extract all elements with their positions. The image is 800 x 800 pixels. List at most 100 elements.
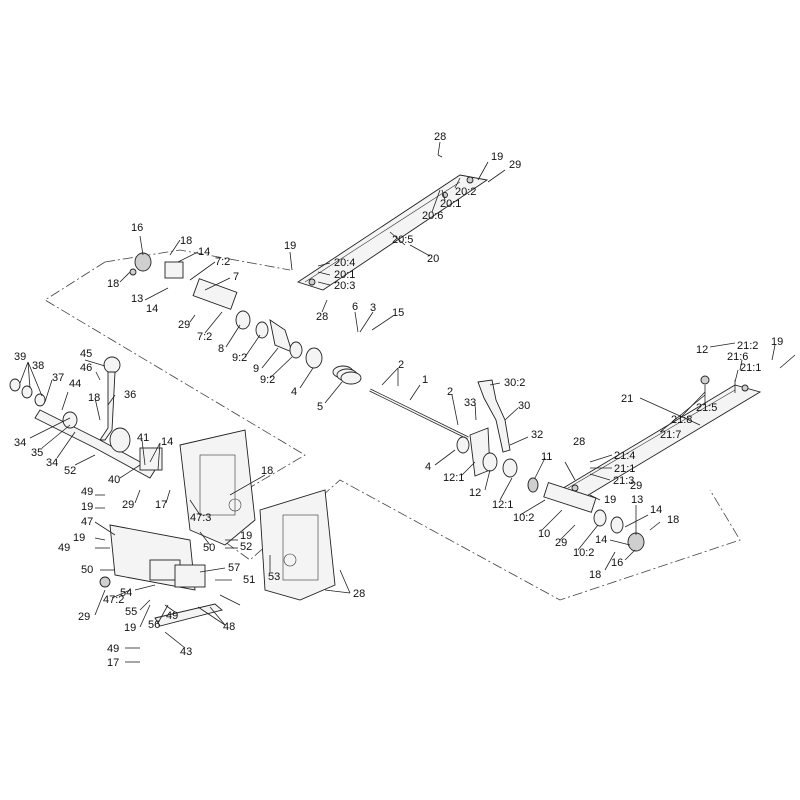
callout: 12:1 [492,499,513,511]
callout: 9:2 [260,374,275,386]
callout: 29 [509,159,521,171]
callout: 4 [291,386,297,398]
callout: 17 [155,499,167,511]
callout: 21:8 [671,414,692,426]
callout: 29 [630,480,642,492]
callout: 5 [317,401,323,413]
callout: 21:3 [613,475,634,487]
callout: 19 [771,336,783,348]
callout: 8 [218,343,224,355]
callout: 40 [108,474,120,486]
callout: 9 [253,363,259,375]
callout: 9:2 [232,352,247,364]
callout: 14 [198,246,210,258]
callout: 12 [696,344,708,356]
callout: 19 [81,501,93,513]
callout: 16 [611,557,623,569]
callout-labels: 28 19 29 20:2 20:1 20:6 20:5 20 19 20:4 … [14,131,783,669]
callout: 41 [137,432,149,444]
control-lever-36 [99,356,121,441]
callout: 21:6 [727,351,748,363]
callout: 29 [122,499,134,511]
callout: 21:1 [614,463,635,475]
callout: 21:7 [660,429,681,441]
callout: 29 [555,537,567,549]
lever-assembly-10 [543,482,645,552]
bracket-7 [192,278,251,330]
lever-assembly-12 [456,427,539,493]
callout: 2 [398,359,404,371]
callout: 53 [268,571,280,583]
callout: 52 [64,465,76,477]
callout: 57 [228,562,240,574]
phantom-outline-top [104,249,291,271]
callout: 49 [107,643,119,655]
callout: 28 [353,588,365,600]
callout: 37 [52,372,64,384]
callout: 20:1 [440,198,461,210]
callout: 18 [667,514,679,526]
callout: 48 [223,621,235,633]
callout: 7:2 [197,331,212,343]
callout: 45 [80,348,92,360]
frame-casting-left [179,429,256,546]
phantom-outline-left [44,261,741,601]
callout: 14 [595,534,607,546]
callout: 1 [422,374,428,386]
callout: 21 [621,393,633,405]
callout: 50 [203,542,215,554]
callout: 14 [161,436,173,448]
callout: 7 [233,271,239,283]
callout: 12 [469,487,481,499]
callout: 30:2 [504,377,525,389]
main-shaft-1 [369,388,469,440]
callout: 7:2 [215,256,230,268]
callout: 49 [166,610,178,622]
link-plate-20 [296,154,489,291]
callout: 13 [631,494,643,506]
callout: 36 [124,389,136,401]
callout: 11 [541,451,552,463]
callout: 50 [81,564,93,576]
callout: 15 [392,307,404,319]
callout: 29 [178,319,190,331]
callout: 20:5 [392,234,413,246]
callout: 21:5 [696,402,717,414]
callout: 20:1 [334,269,355,281]
callout: 38 [32,360,44,372]
callout: 43 [180,646,192,658]
callout: 2 [447,386,453,398]
callout: 47:3 [190,512,211,524]
callout: 18 [107,278,119,290]
callout: 20:4 [334,257,355,269]
callout: 21:2 [737,340,758,352]
spring-5 [332,365,362,385]
callout: 46 [80,362,92,374]
callout: 47:2 [103,594,124,606]
callout: 4 [425,461,431,473]
callout: 10:2 [573,547,594,559]
callout: 14 [650,504,662,516]
callout: 17 [107,657,119,669]
callout: 19 [604,494,616,506]
callout: 20 [427,253,439,265]
bushing-4-upper [305,347,323,369]
callout: 20:2 [455,186,476,198]
callout: 39 [14,351,26,363]
callout: 33 [464,397,476,409]
callout: 10 [538,528,550,540]
callout: 49 [58,542,70,554]
pivot-13 [129,252,184,279]
callout: 34 [46,457,58,469]
leader-lines [19,141,796,663]
callout: 28 [316,311,328,323]
callout: 21:1 [740,362,761,374]
callout: 32 [531,429,543,441]
bracket-47 [99,524,223,627]
callout: 56 [148,619,160,631]
callout: 19 [73,532,85,544]
callout: 49 [81,486,93,498]
callout: 35 [31,447,43,459]
